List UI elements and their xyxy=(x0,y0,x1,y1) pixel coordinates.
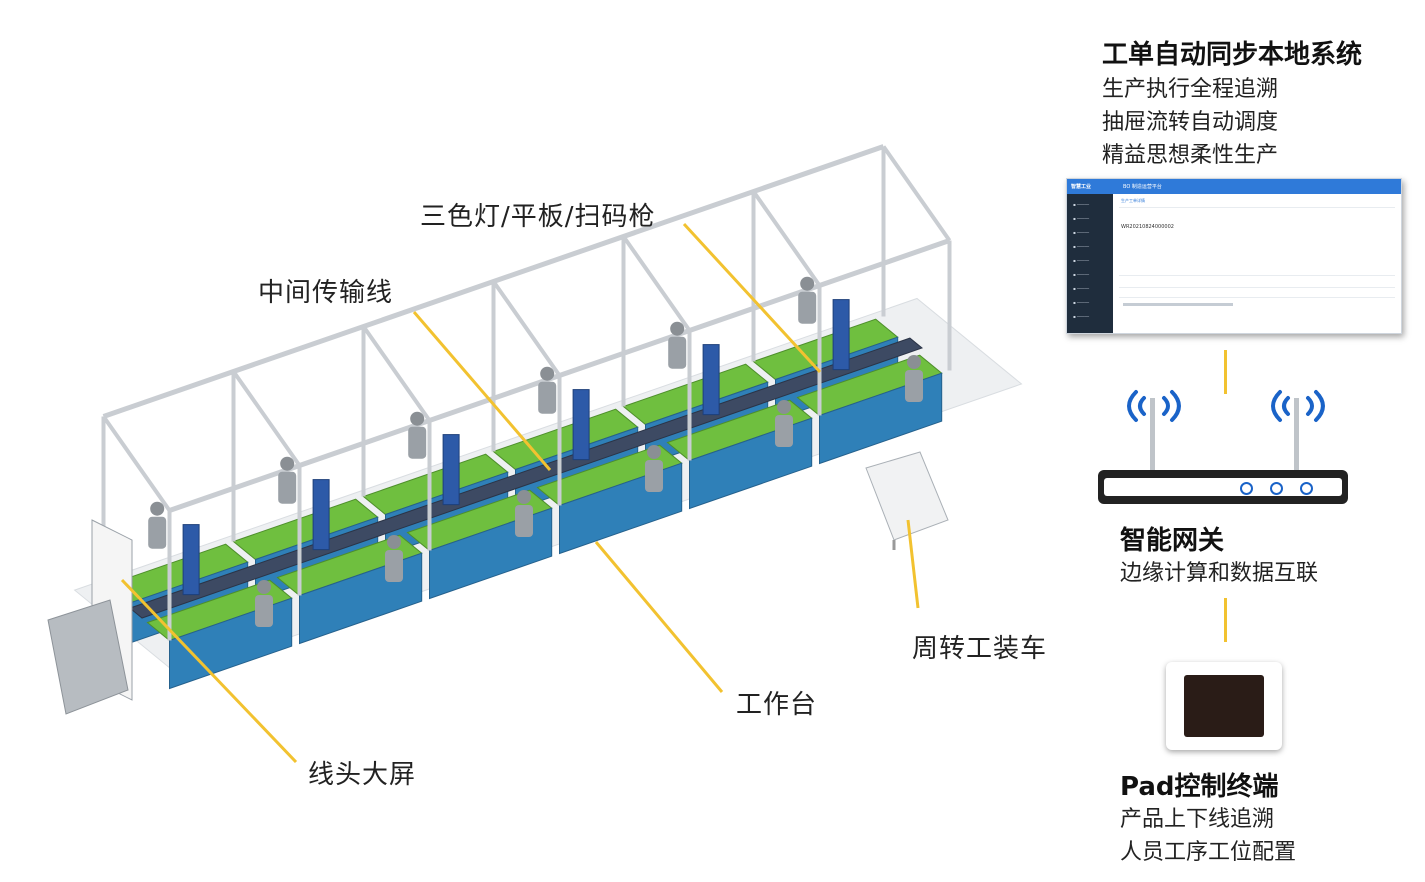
drawer-stack xyxy=(832,299,850,371)
worker-head xyxy=(387,535,401,549)
callout-line-head-screen: 线头大屏 xyxy=(308,760,417,790)
pad-terminal-icon xyxy=(1166,662,1282,750)
worker-body xyxy=(278,471,297,504)
worker-head xyxy=(800,276,815,291)
system-line-2: 抽屉流转自动调度 xyxy=(1102,110,1279,135)
drawer-stack xyxy=(442,434,460,506)
drawer-stack xyxy=(572,389,590,461)
screenshot-sidebar: ▪ ───── ▪ ───── ▪ ───── ▪ ───── ▪ ───── … xyxy=(1067,194,1113,333)
callout-lights-tablet-scanner: 三色灯/平板/扫码枪 xyxy=(420,202,656,232)
wifi-right-icon xyxy=(1271,390,1325,422)
worker-body xyxy=(645,460,663,492)
gateway-line: 边缘计算和数据互联 xyxy=(1120,561,1319,586)
control-cabinet xyxy=(47,599,129,715)
gateway-block: 智能网关 边缘计算和数据互联 xyxy=(1120,520,1318,590)
pad-title: Pad控制终端 xyxy=(1120,772,1279,802)
frame-crossbar xyxy=(881,145,952,242)
drawer-stack xyxy=(702,344,720,416)
frame-crossbar xyxy=(751,190,822,287)
leader-screen xyxy=(120,578,298,764)
worker-head xyxy=(280,456,295,471)
leader-workbench xyxy=(594,541,724,693)
frame-crossbar xyxy=(231,370,302,467)
screenshot-app-title: BO 制造运营平台 xyxy=(1123,184,1162,190)
leader-cart xyxy=(906,519,920,609)
worker-head xyxy=(777,400,791,414)
gateway-router-icon xyxy=(1098,470,1348,504)
screenshot-tab: 生产工单详情 xyxy=(1121,198,1145,203)
screenshot-order-no: WR20210824000002 xyxy=(1121,224,1174,230)
worker-body xyxy=(668,336,687,369)
system-line-3: 精益思想柔性生产 xyxy=(1102,143,1279,168)
worker-head xyxy=(670,321,685,336)
screenshot-header: 智慧工业 BO 制造运营平台 xyxy=(1067,179,1401,194)
pad-line-1: 产品上下线追溯 xyxy=(1120,807,1275,832)
frame-crossbar xyxy=(621,235,692,332)
gateway-title: 智能网关 xyxy=(1120,526,1225,556)
screenshot-logo: 智慧工业 xyxy=(1071,184,1092,190)
worker-body xyxy=(385,550,403,582)
worker-head xyxy=(907,355,921,369)
system-block: 工单自动同步本地系统 生产执行全程追溯 抽屉流转自动调度 精益思想柔性生产 xyxy=(1102,34,1362,172)
drawer-stack xyxy=(312,479,330,551)
antenna-right xyxy=(1294,398,1299,472)
middle-conveyor xyxy=(128,337,924,619)
worker-body xyxy=(538,381,557,414)
worker-body xyxy=(148,516,167,549)
connector-system-gateway xyxy=(1224,350,1227,394)
wifi-left-icon xyxy=(1127,390,1181,422)
worker-body xyxy=(255,595,273,627)
system-line-1: 生产执行全程追溯 xyxy=(1102,77,1279,102)
frame-rail-back xyxy=(102,144,885,419)
worker-body xyxy=(408,426,427,459)
callout-middle-conveyor: 中间传输线 xyxy=(258,278,394,308)
callout-workbench: 工作台 xyxy=(736,690,818,720)
connector-gateway-pad xyxy=(1224,598,1227,642)
pad-block: Pad控制终端 产品上下线追溯 人员工序工位配置 xyxy=(1120,766,1296,869)
worker-body xyxy=(905,370,923,402)
worker-head xyxy=(517,490,531,504)
worker-body xyxy=(798,291,817,324)
drawer-stack xyxy=(182,524,200,596)
system-title: 工单自动同步本地系统 xyxy=(1102,40,1363,70)
frame-crossbar xyxy=(101,415,172,512)
pad-line-2: 人员工序工位配置 xyxy=(1120,840,1297,865)
worker-body xyxy=(515,505,533,537)
frame-rail-front xyxy=(168,238,951,513)
frame-crossbar xyxy=(361,325,432,422)
antenna-left xyxy=(1150,398,1155,472)
callout-turnover-cart: 周转工装车 xyxy=(912,634,1048,664)
leader-conveyor xyxy=(412,311,552,471)
worker-head xyxy=(647,445,661,459)
leader-lights xyxy=(682,222,822,374)
turnover-cart xyxy=(865,451,949,541)
worker-head xyxy=(410,411,425,426)
worker-head xyxy=(150,501,165,516)
frame-crossbar xyxy=(491,280,562,377)
platform-screenshot: 智慧工业 BO 制造运营平台 ▪ ───── ▪ ───── ▪ ───── ▪… xyxy=(1066,178,1402,334)
worker-body xyxy=(775,415,793,447)
worker-head xyxy=(540,366,555,381)
worker-head xyxy=(257,580,271,594)
